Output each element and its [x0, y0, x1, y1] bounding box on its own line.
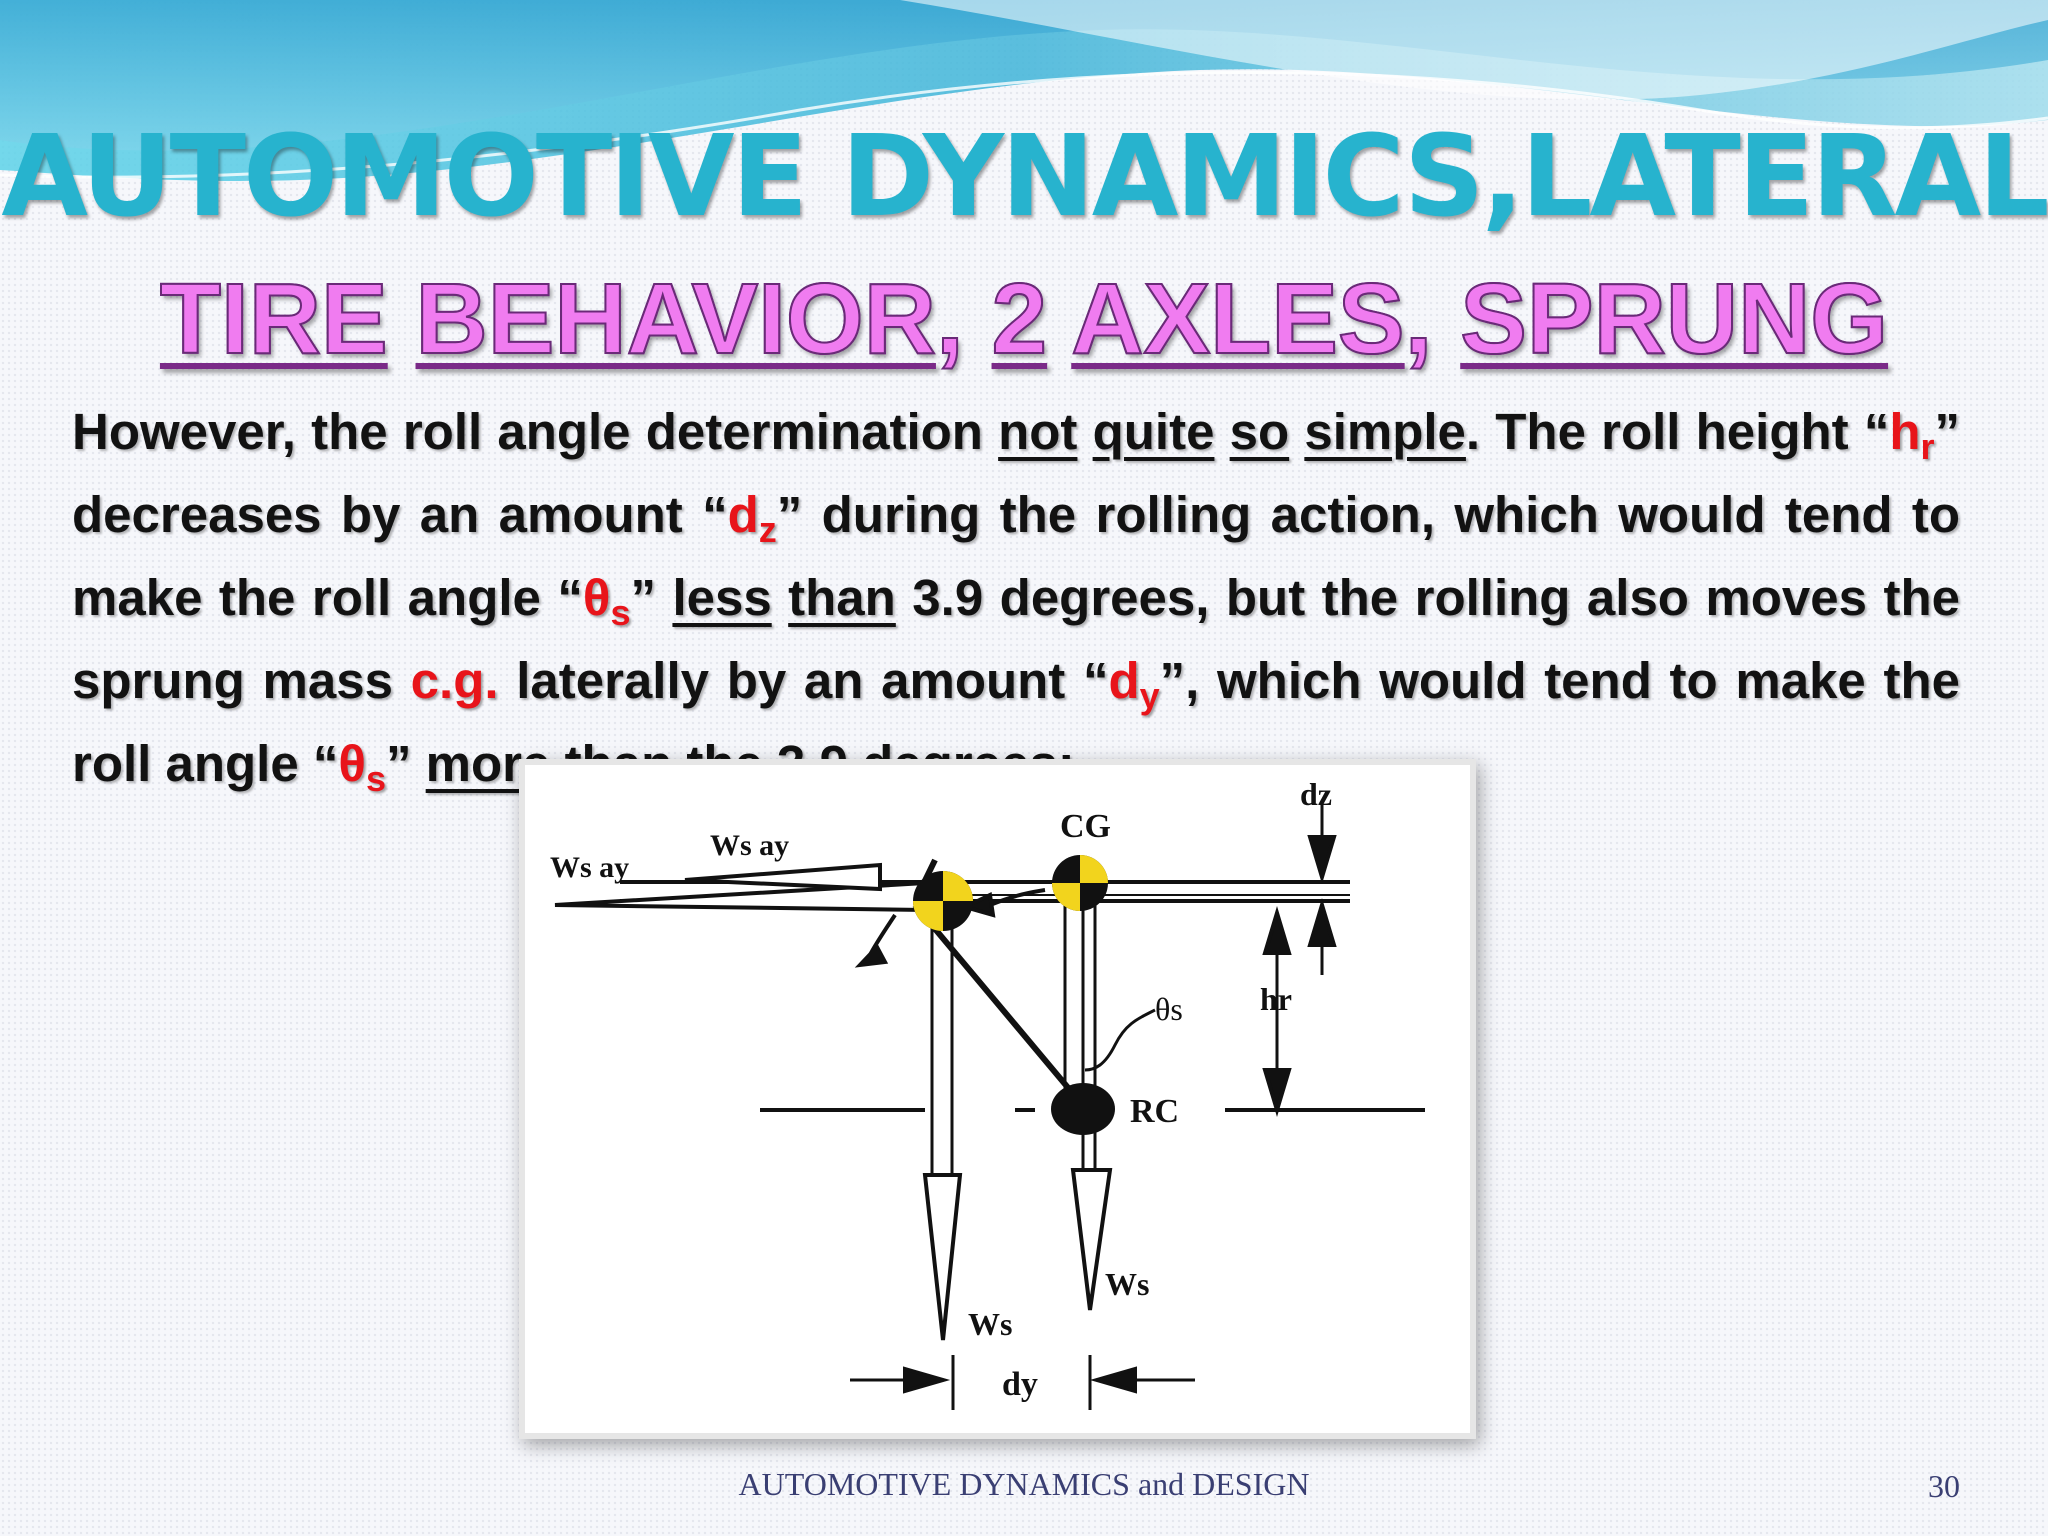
label-theta-s: θs — [1155, 991, 1183, 1027]
symbol-base: θ — [582, 569, 611, 626]
label-rc: RC — [1130, 1093, 1179, 1130]
hr-arrow-down — [1262, 1068, 1292, 1117]
symbol-subscript: z — [758, 509, 777, 550]
slide-subtitle: TIRE BEHAVIOR, 2 AXLES, SPRUNG — [0, 262, 2048, 377]
symbol-base: d — [727, 486, 759, 543]
subtitle-word: TIRE — [159, 262, 389, 376]
subtitle-separator: , — [1404, 262, 1434, 376]
label-cg: CG — [1060, 808, 1111, 845]
body-text-run: ” — [386, 735, 426, 792]
symbol-base: h — [1889, 403, 1921, 460]
hr-arrow-up — [1262, 906, 1292, 955]
subtitle-word: 2 — [991, 262, 1049, 376]
header-wave-decoration — [0, 0, 2048, 181]
roll-diagram-figure: CG dz Ws ay Ws ay θs hr RC Ws Ws dy — [525, 765, 1470, 1433]
symbol-subscript: y — [1139, 675, 1160, 716]
underlined-word: quite — [1092, 403, 1215, 460]
symbol-dy: dy — [1108, 652, 1159, 716]
body-paragraph: However, the roll angle determination no… — [72, 398, 1960, 813]
symbol-dz: dz — [727, 486, 777, 550]
symbol-theta-s: θs — [338, 735, 386, 799]
body-text-run: 3.9 degrees, but the rolling also moves … — [72, 569, 1960, 709]
dy-arrow-right — [903, 1366, 951, 1394]
dz-arrow-up — [1307, 898, 1337, 947]
subtitle-word: BEHAVIOR — [415, 262, 937, 376]
label-dy: dy — [1002, 1366, 1038, 1403]
symbol-base: d — [1108, 652, 1140, 709]
symbol-hr: hr — [1889, 403, 1934, 467]
roll-diagram: CG dz Ws ay Ws ay θs hr RC Ws Ws dy — [550, 776, 1425, 1410]
cg-symbol-displaced — [913, 871, 973, 931]
lateral-force-arrow-small — [684, 862, 882, 892]
roll-link — [912, 903, 1083, 1104]
weight-arrow-right — [1070, 1168, 1113, 1311]
subtitle-word: AXLES — [1070, 262, 1405, 376]
body-text-run: ”, which would tend to make the roll ang… — [72, 652, 1960, 792]
roll-center-marker — [1051, 1083, 1115, 1135]
label-wsay-mid: Ws ay — [710, 829, 789, 862]
symbol-theta-s: θs — [582, 569, 631, 633]
label-wsay-left: Ws ay — [550, 851, 629, 884]
label-ws-right: Ws — [1105, 1266, 1149, 1302]
underlined-word: not — [998, 403, 1078, 460]
weight-arrow-left — [922, 1173, 963, 1341]
body-text-run: ” — [630, 569, 673, 626]
body-text-run: However, the roll angle determination — [72, 403, 999, 460]
symbol-subscript: s — [365, 758, 386, 799]
symbol-subscript: r — [1920, 426, 1935, 467]
slide-footer: AUTOMOTIVE DYNAMICS and DESIGN — [738, 1466, 1310, 1502]
page-number: 30 — [1928, 1468, 1960, 1504]
body-text-run: . The roll height “ — [1465, 403, 1890, 460]
underlined-word: simple — [1304, 403, 1466, 460]
symbol-cg: c.g. — [410, 652, 499, 709]
body-text-run: laterally by an amount “ — [498, 652, 1109, 709]
symbol-base: θ — [338, 735, 366, 792]
underlined-word: less — [672, 569, 772, 626]
subtitle-separator: , — [935, 262, 965, 376]
cg-symbol-original — [1052, 855, 1108, 911]
label-hr: hr — [1260, 981, 1292, 1017]
label-dz: dz — [1300, 776, 1332, 812]
body-text-run: ” during the rolling action, which would… — [72, 486, 1960, 626]
label-ws-left: Ws — [968, 1306, 1012, 1342]
dy-arrow-left — [1089, 1366, 1137, 1394]
symbol-subscript: s — [610, 592, 631, 633]
body-text-run: ” decreases by an amount “ — [72, 403, 1960, 543]
subtitle-word: SPRUNG — [1459, 262, 1889, 376]
underlined-word: than — [788, 569, 896, 626]
underlined-word: so — [1229, 403, 1290, 460]
slide-title: AUTOMOTIVE DYNAMICS,LATERAL — [1, 112, 2048, 242]
dz-arrow-down — [1307, 835, 1337, 884]
